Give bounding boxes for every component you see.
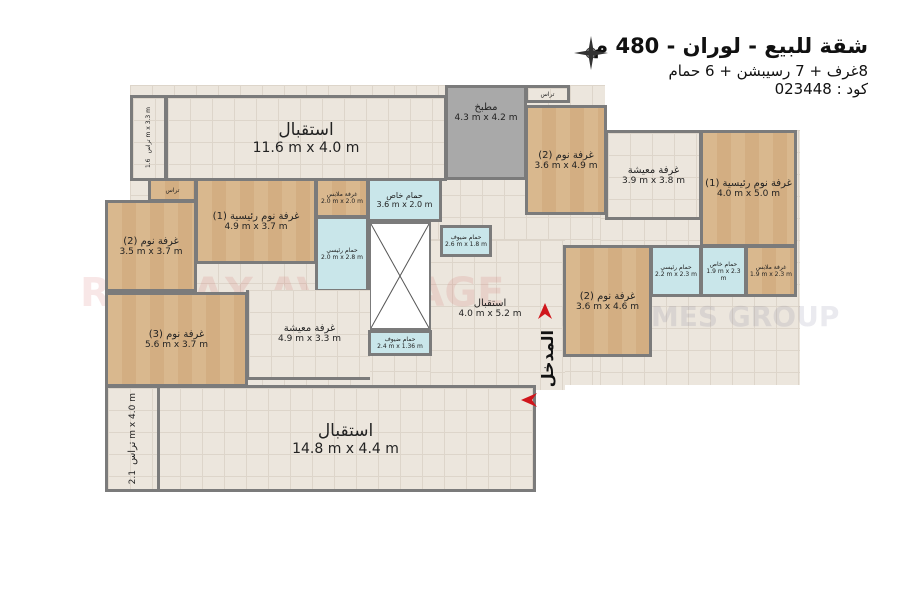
listing-summary: 8غرف + 7 رسيبشن + 6 حمام [668, 62, 868, 80]
entrance-arrow-icon [521, 393, 537, 407]
stairwell [369, 222, 431, 330]
listing-code: كود : 023448 [774, 80, 868, 98]
room-master1-left: غرفة نوم رئيسية (1)4.9 m x 3.7 m [195, 178, 317, 264]
room-terrace-top-left: تراس 1.6 m x 3.3 m [130, 95, 167, 181]
compass-icon [574, 36, 608, 70]
room-bedroom2-top: غرفة نوم (2)3.6 m x 4.9 m [525, 105, 607, 215]
listing-title: شقة للبيع - لوران - 480 م [592, 34, 868, 58]
entrance-arrow-icon [538, 303, 552, 319]
room-terrace-kitchen: تراس [525, 85, 570, 103]
room-terrace-small: تراس [148, 178, 197, 202]
room-bedroom2-right: غرفة نوم (2)3.6 m x 4.6 m [563, 245, 652, 357]
room-master1-right: غرفة نوم رئيسية (1)4.0 m x 5.0 m [700, 130, 797, 247]
room-terrace-bottom: تراس 2.1 m x 4.0 m [105, 385, 160, 492]
room-bedroom3: غرفة نوم (3)5.6 m x 3.7 m [105, 292, 248, 387]
entrance-label: المدخل [538, 330, 557, 388]
room-bedroom2-left: غرفة نوم (2)3.5 m x 3.7 m [105, 200, 197, 292]
